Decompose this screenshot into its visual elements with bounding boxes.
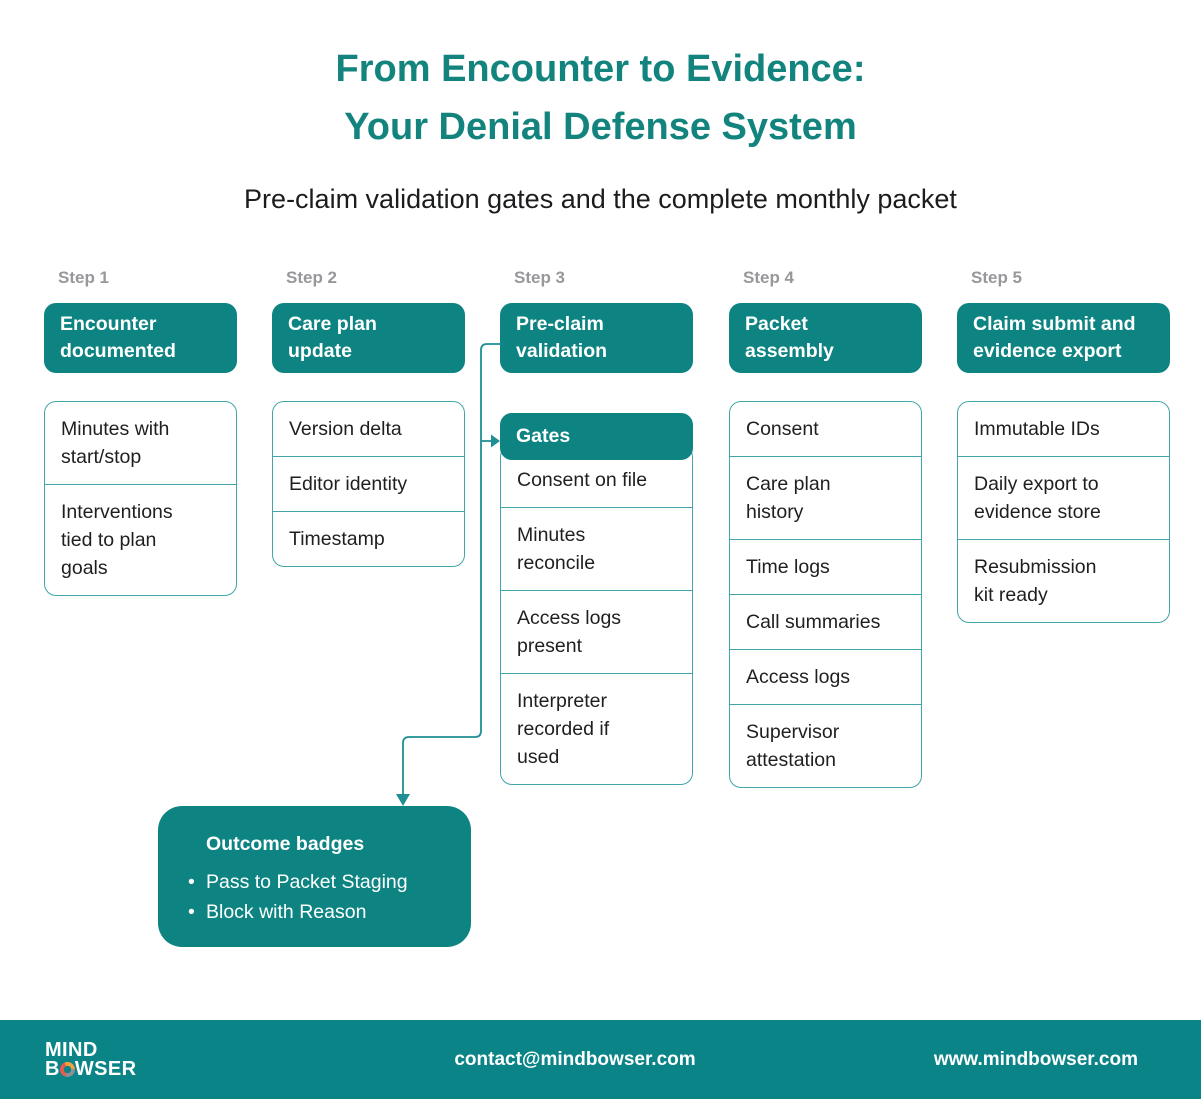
page-subtitle: Pre-claim validation gates and the compl… <box>244 184 957 214</box>
card-item: Supervisor attestation <box>730 704 921 787</box>
logo-text-wser: WSER <box>74 1057 137 1080</box>
step-column-3: Step 3 Pre-claim validation Gates Consen… <box>500 268 693 785</box>
step-label: Step 1 <box>58 268 110 287</box>
logo-text-mind: MIND <box>45 1038 98 1061</box>
step-label: Step 2 <box>286 268 338 287</box>
arrowhead-down-icon <box>396 794 410 806</box>
card-item: Time logs <box>730 539 921 594</box>
card-item: Version delta <box>289 418 402 440</box>
card-item: Interventions tied to plan goals <box>45 484 236 595</box>
step-card: Version delta Editor identity Timestamp <box>272 401 465 567</box>
step-label: Step 4 <box>743 268 795 287</box>
step-header: Encounter documented <box>44 303 237 373</box>
gates-header: Gates <box>500 413 693 460</box>
step-column-4: Step 4 Packet assembly Consent Care plan… <box>729 268 922 788</box>
arrowhead-right-icon <box>491 434 500 448</box>
card-item: Care plan history <box>730 456 921 539</box>
logo-text-bowser: B WSER <box>45 1057 137 1080</box>
page-title-line2: Your Denial Defense System <box>344 106 857 148</box>
card-item: Editor identity <box>273 456 464 511</box>
card-item: Interpreter recorded if used <box>501 673 692 784</box>
step-column-1: Step 1 Encounter documented Minutes with… <box>44 268 237 596</box>
step-column-5: Step 5 Claim submit and evidence export … <box>957 268 1170 623</box>
card-item: Consent <box>746 418 819 440</box>
outcome-badge-item: Pass to Packet Staging <box>188 867 451 897</box>
card-item: Immutable IDs <box>974 418 1100 440</box>
mindbowser-logo: MIND B WSER <box>45 1038 137 1080</box>
page-title: From Encounter to Evidence: Your Denial … <box>0 0 1201 156</box>
card-item: Access logs present <box>501 590 692 673</box>
outcome-badges-title: Outcome badges <box>206 833 365 855</box>
step-card: Immutable IDs Daily export to evidence s… <box>957 401 1170 623</box>
step-header: Care plan update <box>272 303 465 373</box>
card-item: Consent on file <box>517 469 648 491</box>
card-item: Minutes with start/stop <box>61 418 170 468</box>
card-item: Daily export to evidence store <box>958 456 1169 539</box>
outcome-badges-list: Pass to Packet Staging Block with Reason <box>188 867 451 927</box>
logo-swirl-icon <box>59 1061 75 1077</box>
step-label: Step 3 <box>514 268 566 287</box>
footer-bar: MIND B WSER contact@mindbowser.com www.mi… <box>0 1020 1201 1099</box>
logo-text-b: B <box>45 1057 60 1080</box>
step-header: Claim submit and evidence export <box>957 303 1170 373</box>
card-item: Resubmission kit ready <box>958 539 1169 622</box>
card-item: Access logs <box>730 649 921 704</box>
outcome-badges-box: Outcome badges Pass to Packet Staging Bl… <box>158 806 471 947</box>
card-item: Minutes reconcile <box>501 507 692 590</box>
step-header: Pre-claim validation <box>500 303 693 373</box>
page-title-line1: From Encounter to Evidence: <box>335 48 866 90</box>
contact-email: contact@mindbowser.com <box>454 1048 696 1070</box>
step-label: Step 5 <box>971 268 1023 287</box>
step-header: Packet assembly <box>729 303 922 373</box>
card-item: Timestamp <box>273 511 464 566</box>
step-card: Consent Care plan history Time logs Call… <box>729 401 922 788</box>
step-card: Minutes with start/stop Interventions ti… <box>44 401 237 596</box>
step-column-2: Step 2 Care plan update Version delta Ed… <box>272 268 465 567</box>
website-url: www.mindbowser.com <box>933 1048 1138 1070</box>
outcome-badge-item: Block with Reason <box>188 897 451 927</box>
card-item: Call summaries <box>730 594 921 649</box>
step-card: Consent on file Minutes reconcile Access… <box>500 445 693 785</box>
